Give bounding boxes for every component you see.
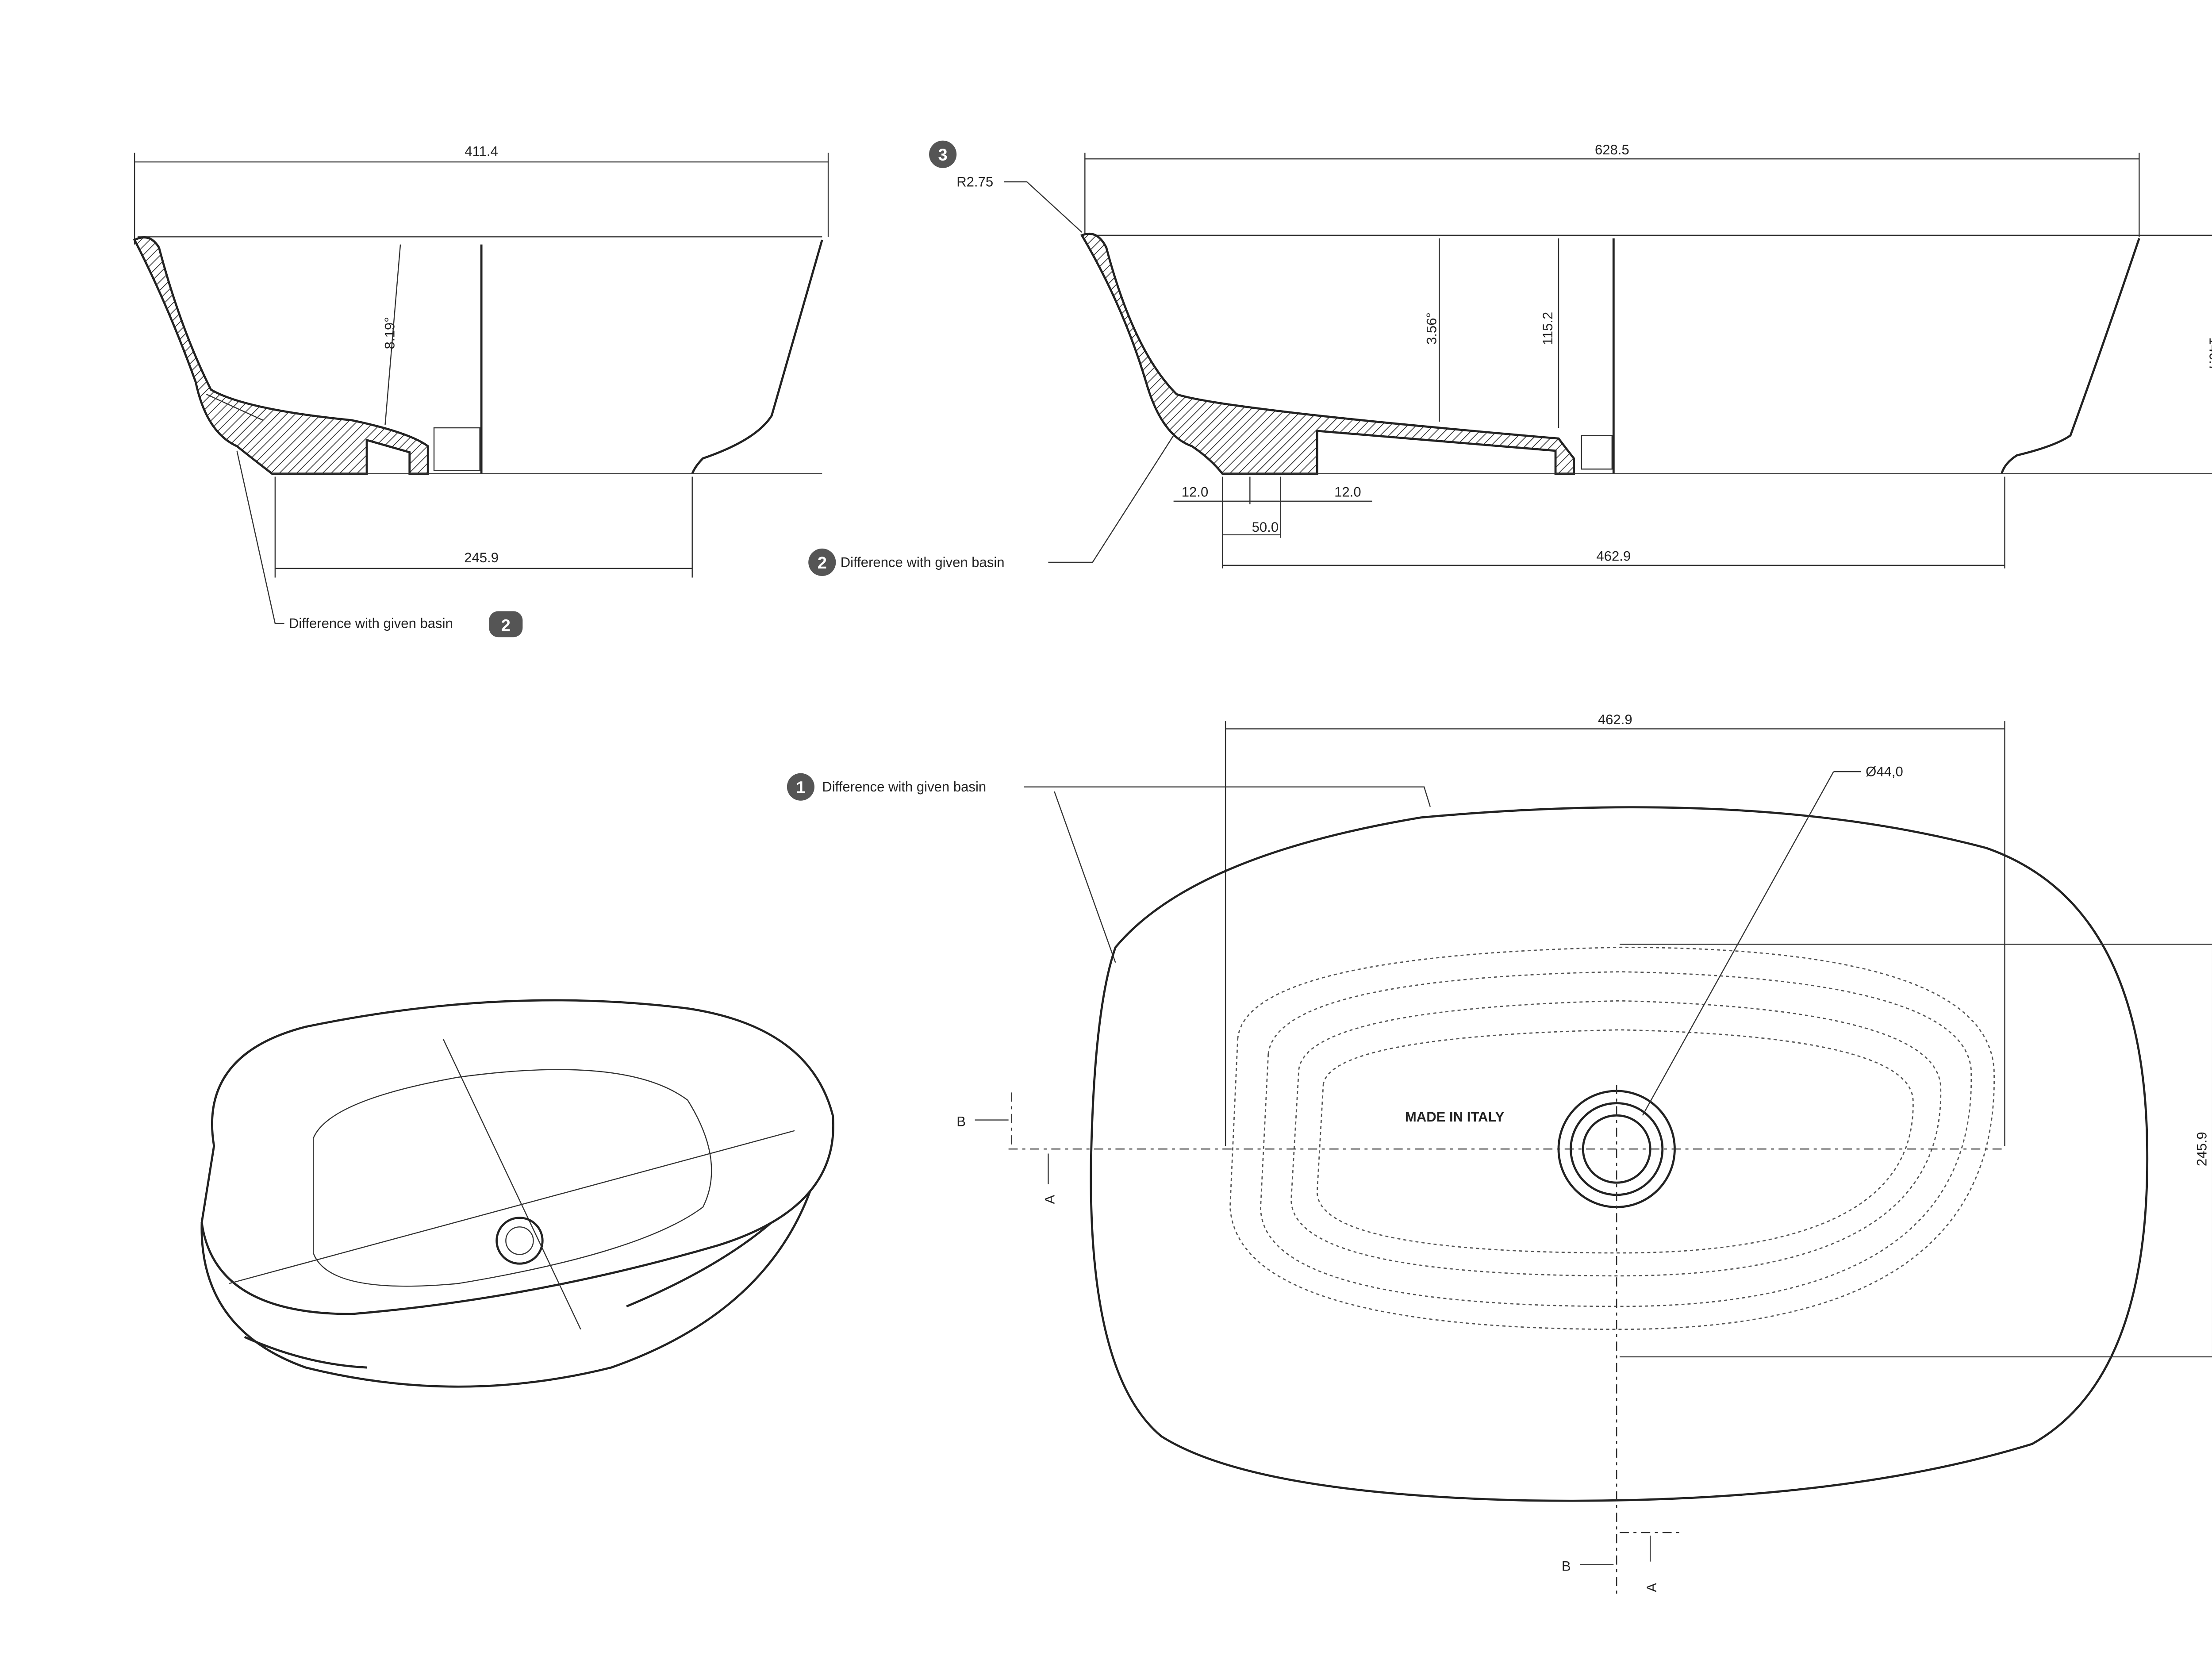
width-dimension: 411.4 xyxy=(465,143,498,159)
side-view-right: 3 R2.75 628.5 3.56° 115.2 140.7 12.0 12.… xyxy=(808,140,2212,576)
section-b-bottom: B xyxy=(1562,1558,1571,1574)
foot-width-dimension: 50.0 xyxy=(1252,519,1279,535)
svg-text:1: 1 xyxy=(796,778,805,797)
base-dimension: 245.9 xyxy=(464,550,499,565)
foot-right-dimension: 12.0 xyxy=(1334,484,1361,499)
note-badge-3 xyxy=(929,140,957,168)
depth-dimension: 245.9 xyxy=(2194,1132,2209,1166)
section-a-bottom: A xyxy=(1644,1583,1659,1592)
base-dimension: 462.9 xyxy=(1596,549,1631,564)
basin-section xyxy=(133,236,429,475)
difference-note: Difference with given basin xyxy=(841,554,1005,570)
difference-note: Difference with given basin xyxy=(822,779,986,795)
width-dimension: 628.5 xyxy=(1595,142,1629,157)
angle-dimension: 8.19° xyxy=(382,317,397,349)
section-a-left: A xyxy=(1042,1195,1057,1204)
width-dimension: 462.9 xyxy=(1598,712,1632,727)
drain-dimension: Ø44,0 xyxy=(1866,764,1903,779)
side-view-left: 411.4 8.19° 245.9 Difference with given … xyxy=(133,143,829,638)
difference-note: Difference with given basin xyxy=(289,615,453,631)
angle-dimension: 3.56° xyxy=(1424,312,1440,345)
svg-text:3: 3 xyxy=(938,146,948,165)
note-badge xyxy=(489,611,523,638)
radius-label: R2.75 xyxy=(956,174,993,189)
note-badge xyxy=(787,773,815,801)
depth-dimension: 115.2 xyxy=(1540,312,1555,345)
isometric-view xyxy=(200,999,834,1388)
top-view: 1 Difference with given basin 462.9 MADE… xyxy=(787,712,2212,1597)
height-dimension: 140.7 xyxy=(2206,337,2212,372)
foot-left-dimension: 12.0 xyxy=(1182,484,1209,499)
svg-text:2: 2 xyxy=(501,616,511,635)
made-in-italy-stamp: MADE IN ITALY xyxy=(1405,1109,1505,1125)
section-b-left: B xyxy=(956,1114,966,1129)
basin-outline xyxy=(1090,806,2149,1502)
note-badge xyxy=(808,548,836,576)
svg-text:2: 2 xyxy=(818,554,827,572)
basin-section xyxy=(1080,233,1575,475)
